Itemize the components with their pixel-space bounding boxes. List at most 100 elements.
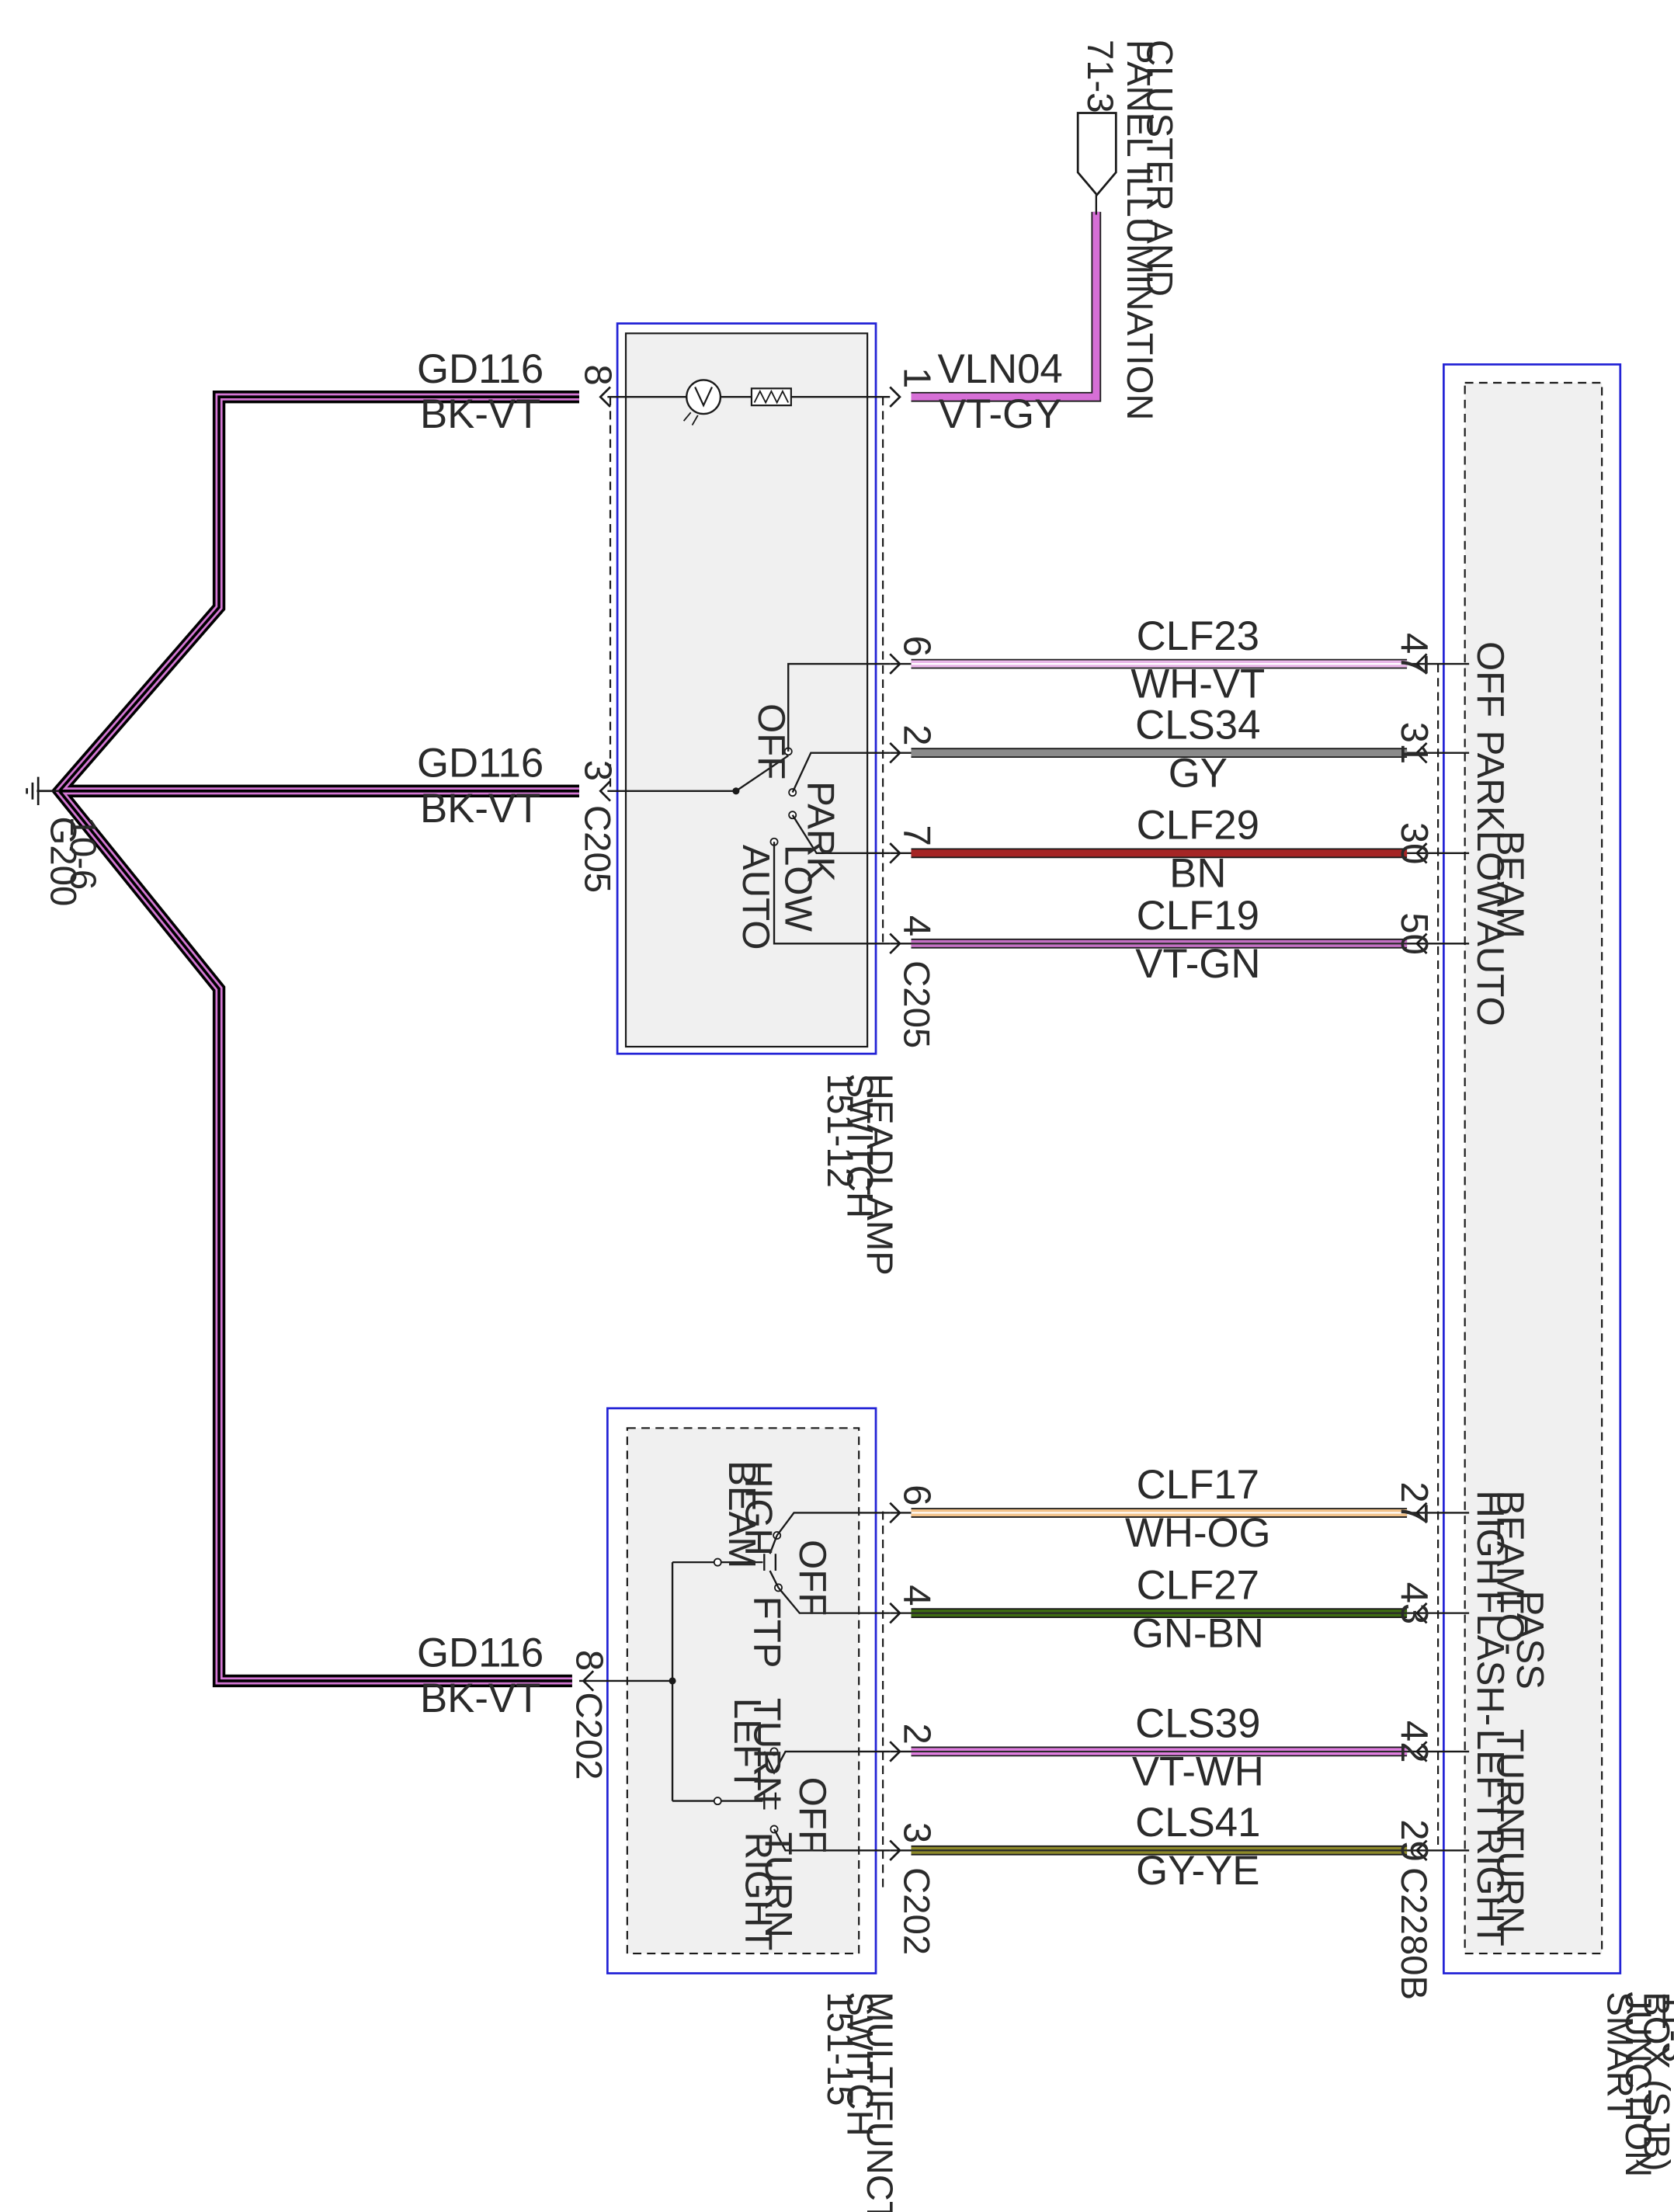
connector-chevron	[1415, 842, 1428, 864]
mfs-gnd-color: BK-VT	[420, 1675, 540, 1721]
sjb-input-label: FLASH-TO-PASS	[1469, 1591, 1551, 1727]
sjb-input-label-line: HIGH	[1469, 1490, 1511, 1585]
mfs-pos-right: RIGHT	[738, 1832, 780, 1951]
hs-gnd2-color: BK-VT	[420, 786, 540, 832]
sjb-input-label: AUTO	[1469, 921, 1511, 1026]
hs-name-line2: SWITCH	[839, 1074, 880, 1219]
switch-pin-number: 4	[895, 915, 937, 936]
connector-chevron	[889, 842, 901, 864]
sjb-input-label-line: BEAM	[1489, 1490, 1531, 1598]
mfs-pos-off2: OFF	[791, 1777, 833, 1853]
cluster-name-line2: PANEL ILLUMINATION	[1119, 40, 1160, 421]
mfs-pos-high: HIGH	[738, 1460, 780, 1556]
wire-circuit-label: CLS41	[1135, 1800, 1260, 1846]
hs-gnd1-color: BK-VT	[420, 391, 540, 437]
switch-pin-number: 3	[895, 1822, 937, 1843]
hs-page-ref: 151-12	[819, 1074, 860, 1188]
connector-chevron	[582, 1670, 595, 1692]
connector-chevron	[1415, 1839, 1428, 1861]
wire-color-label: WH-OG	[1125, 1510, 1271, 1556]
mfs-name-line1: MULTIFUNCTION	[859, 1991, 900, 2212]
ground-wire-layer	[50, 391, 579, 1688]
sjb-ref-2: 13-38	[1672, 1991, 1674, 2085]
ground-symbol: G200 10-6	[26, 776, 103, 907]
hs-pos-off: OFF	[750, 703, 792, 780]
mfs-pos-ftp: FTP	[746, 1596, 788, 1669]
connector-chevron	[889, 653, 901, 675]
wire-circuit-label: CLF17	[1137, 1462, 1259, 1508]
switch-pin-number: 4	[895, 1585, 937, 1606]
sjb-input-label-line: RIGHT	[1469, 1828, 1511, 1946]
sjb-pin-number: 43	[1393, 1582, 1435, 1625]
connector-chevron	[889, 386, 901, 408]
switch-pin-number: 2	[895, 1724, 937, 1745]
sjb-input-label-line: PASS	[1509, 1591, 1551, 1689]
sjb-input-label-line: LOW	[1469, 831, 1511, 918]
sjb-name-line3: BOX (SJB)	[1636, 1991, 1674, 2171]
sjb-pin-number: 30	[1393, 822, 1435, 865]
sjb-input-label-line: TURN	[1489, 1828, 1531, 1933]
connector-chevron	[1415, 1741, 1428, 1762]
wire-color-label: BN	[1169, 851, 1226, 897]
sjb-input-label-line: FLASH-	[1469, 1591, 1511, 1727]
mfs-right-connector: C202	[895, 1867, 936, 1955]
mfs-name-line2: SWITCH	[839, 1991, 880, 2137]
ground-page-ref: 10-6	[62, 817, 103, 891]
sjb-input-label-line: LEFT	[1469, 1729, 1511, 1822]
sjb-input-label-line: BEAM	[1489, 831, 1531, 939]
sjb-pin-number: 42	[1393, 1721, 1435, 1763]
wire-circuit-label: CLF27	[1137, 1562, 1259, 1608]
illum-color: VT-GY	[939, 391, 1061, 437]
wire-color-label: GY-YE	[1136, 1848, 1259, 1894]
ground-wire-layer	[57, 395, 579, 1682]
cluster-page-ref: 71-3	[1079, 40, 1120, 113]
ground-harness	[50, 391, 579, 1688]
sjb-connector: C2280B	[1393, 1867, 1434, 2000]
wire-illum: VLN04 VT-GY	[911, 195, 1102, 437]
wire-circuit-label: CLS34	[1135, 702, 1260, 748]
switch-pin-number: 6	[895, 1485, 937, 1505]
hs-gnd1-pin: 8	[576, 364, 618, 385]
hs-gnd2-circuit: GD116	[417, 741, 544, 787]
illum-circuit: VLN04	[937, 346, 1062, 392]
sjb-input-label-line: TO-	[1489, 1591, 1531, 1656]
hs-gnd1-circuit: GD116	[417, 346, 544, 392]
connector-chevron	[1415, 741, 1428, 764]
ground-label: G200	[43, 817, 84, 907]
smart-junction-box: C2280B SMART JUNCTION BOX (SJB) 11-3 13-…	[1393, 363, 1674, 2177]
wire-circuit-label: CLF19	[1137, 893, 1259, 939]
multifunction-switch: HIGH BEAM OFF FTP LEFT TURN OFF RIGHT TU…	[568, 1407, 936, 2212]
wire-color-label: WH-VT	[1130, 662, 1265, 707]
wire-circuit-label: CLF29	[1137, 803, 1259, 849]
sjb-input-label-line: AUTO	[1469, 921, 1511, 1026]
sjb-input-label-line: PARK	[1469, 731, 1511, 832]
cluster-connector: 71-3 CLUSTER AND PANEL ILLUMINATION	[1076, 40, 1179, 421]
mfs-pos-right-turn: TURN	[757, 1832, 799, 1938]
headlamp-switch: OFF PARK LOW AUTO 8 3 C205 1 C205 HEADLA…	[576, 322, 937, 1276]
sjb-pin-number: 29	[1393, 1819, 1435, 1862]
connector-chevron	[1415, 653, 1428, 675]
connector-chevron	[1415, 932, 1428, 954]
cluster-name-line1: CLUSTER AND	[1138, 40, 1179, 297]
mfs-gnd-pin: 8	[568, 1650, 610, 1671]
connector-chevron	[1415, 1602, 1428, 1624]
connector-chevron	[1415, 1502, 1428, 1524]
hs-name-line1: HEADLAMP	[859, 1074, 900, 1276]
ground-wire-layer	[54, 393, 579, 1685]
wire-circuit-label: CLS39	[1135, 1701, 1260, 1747]
mfs-page-ref: 151-15	[819, 1991, 860, 2106]
sjb-input-label-line: OFF	[1469, 641, 1511, 717]
wire-color-label: GN-BN	[1132, 1610, 1264, 1656]
wire-color-label: VT-WH	[1132, 1749, 1264, 1795]
connector-chevron	[889, 1839, 901, 1861]
sjb-ref-1: 11-3	[1654, 1991, 1674, 2062]
